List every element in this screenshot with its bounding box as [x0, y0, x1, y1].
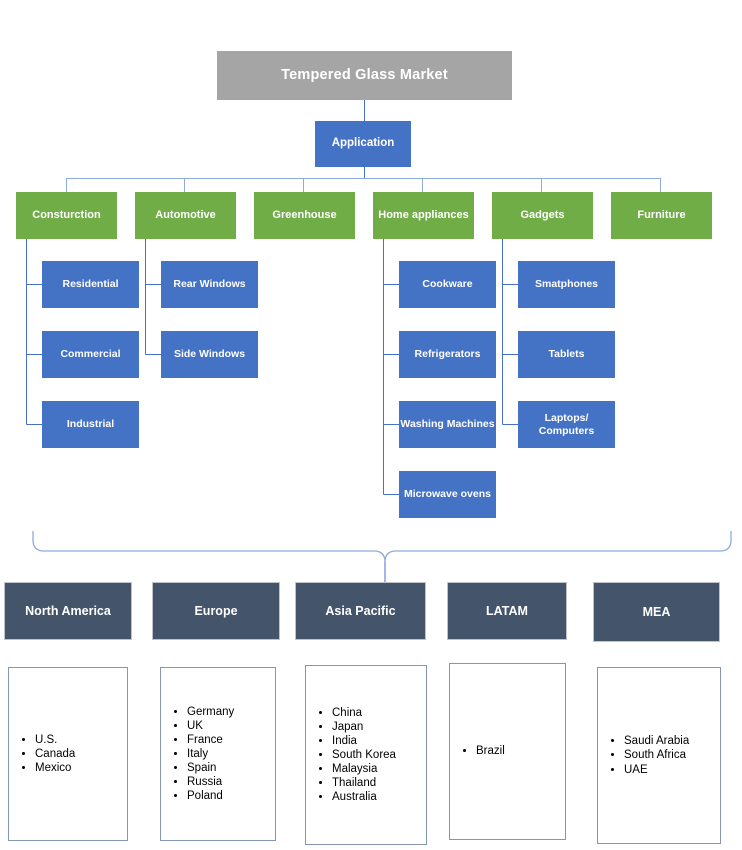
country-list-item: Malaysia: [332, 762, 396, 776]
country-listbox-latam: Brazil: [449, 663, 566, 840]
country-list-item: U.S.: [35, 733, 75, 747]
subitem-node-cookware[interactable]: Cookware: [399, 261, 496, 308]
region-header-north-america[interactable]: North America: [4, 582, 132, 640]
country-listbox-europe: GermanyUKFranceItalySpainRussiaPoland: [160, 667, 276, 841]
region-header-asia-pacific[interactable]: Asia Pacific: [295, 582, 426, 640]
subitem-node-refrigerators[interactable]: Refrigerators: [399, 331, 496, 378]
country-list-item: China: [332, 706, 396, 720]
country-list: U.S.CanadaMexico: [9, 733, 75, 775]
country-list-item: Germany: [187, 705, 234, 719]
region-header-latam[interactable]: LATAM: [447, 582, 567, 640]
country-listbox-asia-pacific: ChinaJapanIndiaSouth KoreaMalaysiaThaila…: [305, 665, 427, 845]
country-list-item: Australia: [332, 790, 396, 804]
diagram-title: Tempered Glass Market: [217, 51, 512, 100]
country-list-item: UK: [187, 719, 234, 733]
category-node-gadgets[interactable]: Gadgets: [492, 192, 593, 239]
country-list-item: Brazil: [476, 744, 505, 758]
subitem-node-residential[interactable]: Residential: [42, 261, 139, 308]
country-list: GermanyUKFranceItalySpainRussiaPoland: [161, 705, 234, 803]
category-node-automotive[interactable]: Automotive: [135, 192, 236, 239]
category-node-furniture[interactable]: Furniture: [611, 192, 712, 239]
country-listbox-north-america: U.S.CanadaMexico: [8, 667, 128, 841]
country-list-item: Mexico: [35, 761, 75, 775]
country-list-item: Poland: [187, 789, 234, 803]
subitem-node-smatphones[interactable]: Smatphones: [518, 261, 615, 308]
country-list: Saudi ArabiaSouth AfricaUAE: [598, 734, 689, 776]
country-list-item: Spain: [187, 761, 234, 775]
country-list-item: France: [187, 733, 234, 747]
country-list-item: South Korea: [332, 748, 396, 762]
country-list-item: Canada: [35, 747, 75, 761]
subitem-node-microwave-ovens[interactable]: Microwave ovens: [399, 471, 496, 518]
country-list-item: India: [332, 734, 396, 748]
subitem-node-tablets[interactable]: Tablets: [518, 331, 615, 378]
country-list-item: UAE: [624, 763, 689, 777]
subitem-node-rear-windows[interactable]: Rear Windows: [161, 261, 258, 308]
segment-node-application[interactable]: Application: [315, 121, 411, 167]
country-list-item: Russia: [187, 775, 234, 789]
country-list-item: South Africa: [624, 748, 689, 762]
category-node-home-appliances[interactable]: Home appliances: [373, 192, 474, 239]
subitem-node-industrial[interactable]: Industrial: [42, 401, 139, 448]
country-list-item: Japan: [332, 720, 396, 734]
region-header-europe[interactable]: Europe: [152, 582, 280, 640]
category-node-greenhouse[interactable]: Greenhouse: [254, 192, 355, 239]
subitem-node-washing-machines[interactable]: Washing Machines: [399, 401, 496, 448]
country-list: Brazil: [450, 744, 505, 758]
region-header-mea[interactable]: MEA: [593, 582, 720, 642]
subitem-node-commercial[interactable]: Commercial: [42, 331, 139, 378]
country-list: ChinaJapanIndiaSouth KoreaMalaysiaThaila…: [306, 706, 396, 804]
country-list-item: Italy: [187, 747, 234, 761]
subitem-node-side-windows[interactable]: Side Windows: [161, 331, 258, 378]
country-list-item: Thailand: [332, 776, 396, 790]
subitem-node-laptops-computers[interactable]: Laptops/ Computers: [518, 401, 615, 448]
category-node-consturction[interactable]: Consturction: [16, 192, 117, 239]
country-listbox-mea: Saudi ArabiaSouth AfricaUAE: [597, 667, 721, 844]
country-list-item: Saudi Arabia: [624, 734, 689, 748]
